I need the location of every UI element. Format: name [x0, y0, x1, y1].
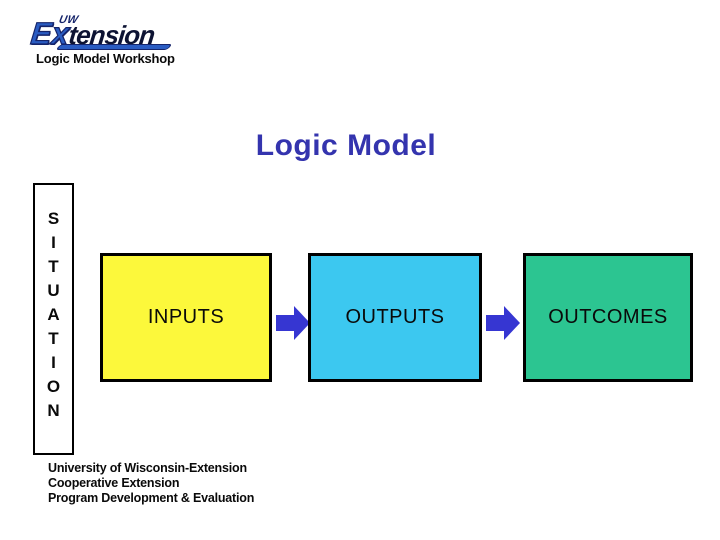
footer-line: Program Development & Evaluation — [48, 491, 255, 505]
arrow-head-icon — [294, 306, 310, 340]
outputs-label: OUTPUTS — [345, 306, 445, 328]
arrow-head-icon — [504, 306, 520, 340]
outcomes-label: OUTCOMES — [548, 306, 668, 328]
logo-swoosh-underline — [55, 44, 173, 50]
arrow-stem — [276, 315, 294, 331]
arrow-inputs-to-outputs — [276, 306, 310, 340]
outcomes-box: OUTCOMES — [523, 253, 693, 382]
situation-box: S I T U A T I O N — [33, 183, 74, 455]
situation-letters: S I T U A T I O N — [46, 209, 61, 420]
inputs-label: INPUTS — [147, 306, 225, 328]
slide-title: Logic Model — [255, 129, 437, 162]
workshop-label: Logic Model Workshop — [36, 51, 175, 66]
outputs-box: OUTPUTS — [308, 253, 482, 382]
uw-extension-logo: UW Extension — [29, 14, 181, 52]
footer-line: University of Wisconsin-Extension — [48, 461, 247, 475]
footer-line: Cooperative Extension — [48, 476, 180, 490]
arrow-outputs-to-outcomes — [486, 306, 520, 340]
arrow-stem — [486, 315, 504, 331]
inputs-box: INPUTS — [100, 253, 272, 382]
footer-attribution: University of Wisconsin-Extension Cooper… — [48, 461, 254, 506]
